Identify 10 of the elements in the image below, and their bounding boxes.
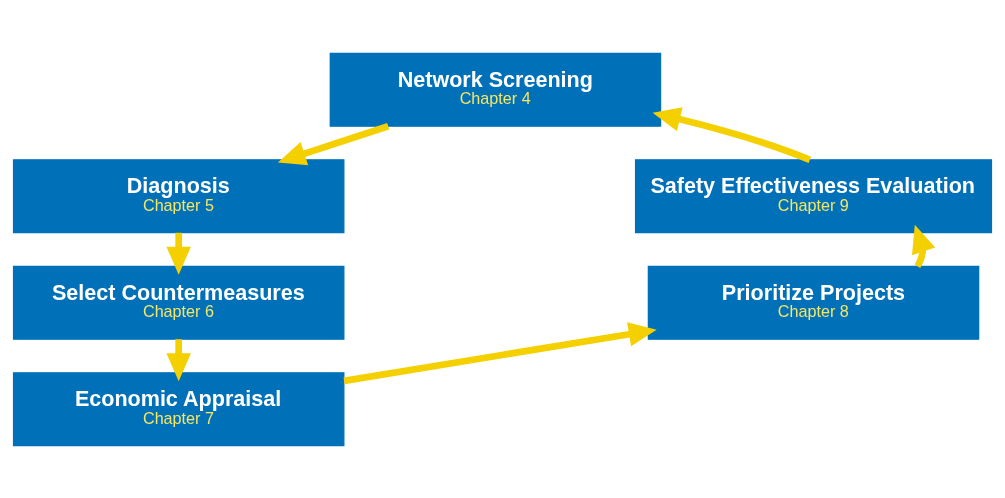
node-box: Select Countermeasures Chapter 6 bbox=[12, 265, 345, 340]
arrow bbox=[912, 224, 936, 268]
node-box: Network Screening Chapter 4 bbox=[329, 52, 662, 127]
node-box: Safety Effectiveness Evaluation Chapter 9 bbox=[634, 158, 993, 233]
node-box: Prioritize Projects Chapter 8 bbox=[647, 265, 980, 340]
node-box: Diagnosis Chapter 5 bbox=[12, 158, 345, 233]
node-box: Economic Appraisal Chapter 7 bbox=[12, 371, 345, 446]
arrow bbox=[277, 122, 390, 165]
arrow bbox=[343, 321, 657, 384]
arrow bbox=[652, 106, 812, 163]
